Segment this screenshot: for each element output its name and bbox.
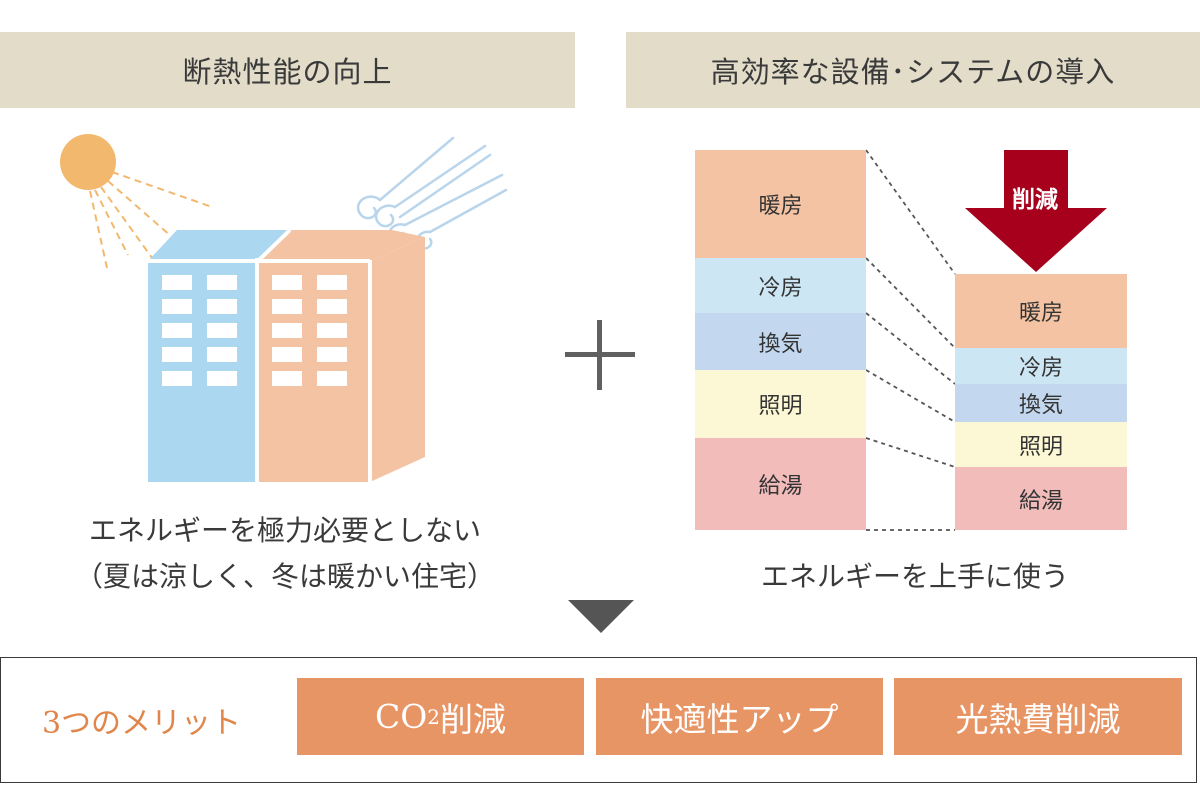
equipment-header-text: 高効率な設備･システムの導入 bbox=[710, 55, 1116, 89]
equipment-caption: エネルギーを上手に使う bbox=[760, 560, 1069, 593]
insulation-caption: エネルギーを極力必要としない （夏は涼しく、冬は暖かい住宅） bbox=[30, 508, 540, 600]
merit-co2-suffix: 削減 bbox=[440, 699, 507, 739]
merit-comfort-up: 快適性アップ bbox=[596, 678, 883, 755]
before-lighting-block: 照明 bbox=[695, 370, 866, 438]
before-hot-water-block: 給湯 bbox=[695, 438, 866, 530]
reduction-arrow-icon bbox=[965, 150, 1107, 272]
before-cooling-label: 冷房 bbox=[758, 275, 803, 301]
down-triangle-icon bbox=[568, 600, 634, 633]
after-cooling-block: 冷房 bbox=[955, 348, 1127, 384]
merit-co2-subscript: 2 bbox=[427, 704, 441, 729]
before-cooling-block: 冷房 bbox=[695, 258, 866, 313]
after-heating-block: 暖房 bbox=[955, 274, 1127, 348]
after-cooling-label: 冷房 bbox=[1018, 356, 1063, 381]
insulation-header: 断熱性能の向上 bbox=[0, 32, 575, 108]
before-heating-block: 暖房 bbox=[695, 150, 866, 258]
after-hot-water-label: 給湯 bbox=[1018, 488, 1063, 514]
insulation-caption-line1: エネルギーを極力必要としない bbox=[88, 514, 481, 547]
sun-icon bbox=[60, 134, 213, 269]
before-ventilation-block: 換気 bbox=[695, 313, 866, 370]
after-lighting-block: 照明 bbox=[955, 422, 1127, 467]
insulation-header-text: 断熱性能の向上 bbox=[182, 55, 393, 89]
merit-co2-prefix: CO bbox=[374, 697, 428, 736]
building-illustration bbox=[60, 134, 508, 485]
before-lighting-label: 照明 bbox=[758, 394, 803, 419]
plus-icon bbox=[565, 320, 635, 390]
after-ventilation-label: 換気 bbox=[1018, 393, 1063, 418]
after-ventilation-block: 換気 bbox=[955, 384, 1127, 422]
after-heating-label: 暖房 bbox=[1018, 301, 1063, 326]
equipment-header: 高効率な設備･システムの導入 bbox=[626, 32, 1200, 108]
before-ventilation-label: 換気 bbox=[758, 331, 803, 357]
merits-title: 3つのメリット bbox=[41, 706, 242, 741]
reduction-label: 削減 bbox=[1012, 187, 1058, 213]
after-lighting-label: 照明 bbox=[1018, 434, 1063, 460]
before-heating-label: 暖房 bbox=[758, 194, 803, 219]
merit-utility-cost-reduction: 光熱費削減 bbox=[894, 678, 1182, 755]
after-hot-water-block: 給湯 bbox=[955, 467, 1127, 530]
before-hot-water-label: 給湯 bbox=[758, 474, 803, 499]
insulation-caption-line2: （夏は涼しく、冬は暖かい住宅） bbox=[74, 560, 495, 593]
merit-utility-label: 光熱費削減 bbox=[955, 699, 1121, 739]
merit-comfort-label: 快適性アップ bbox=[640, 699, 839, 739]
